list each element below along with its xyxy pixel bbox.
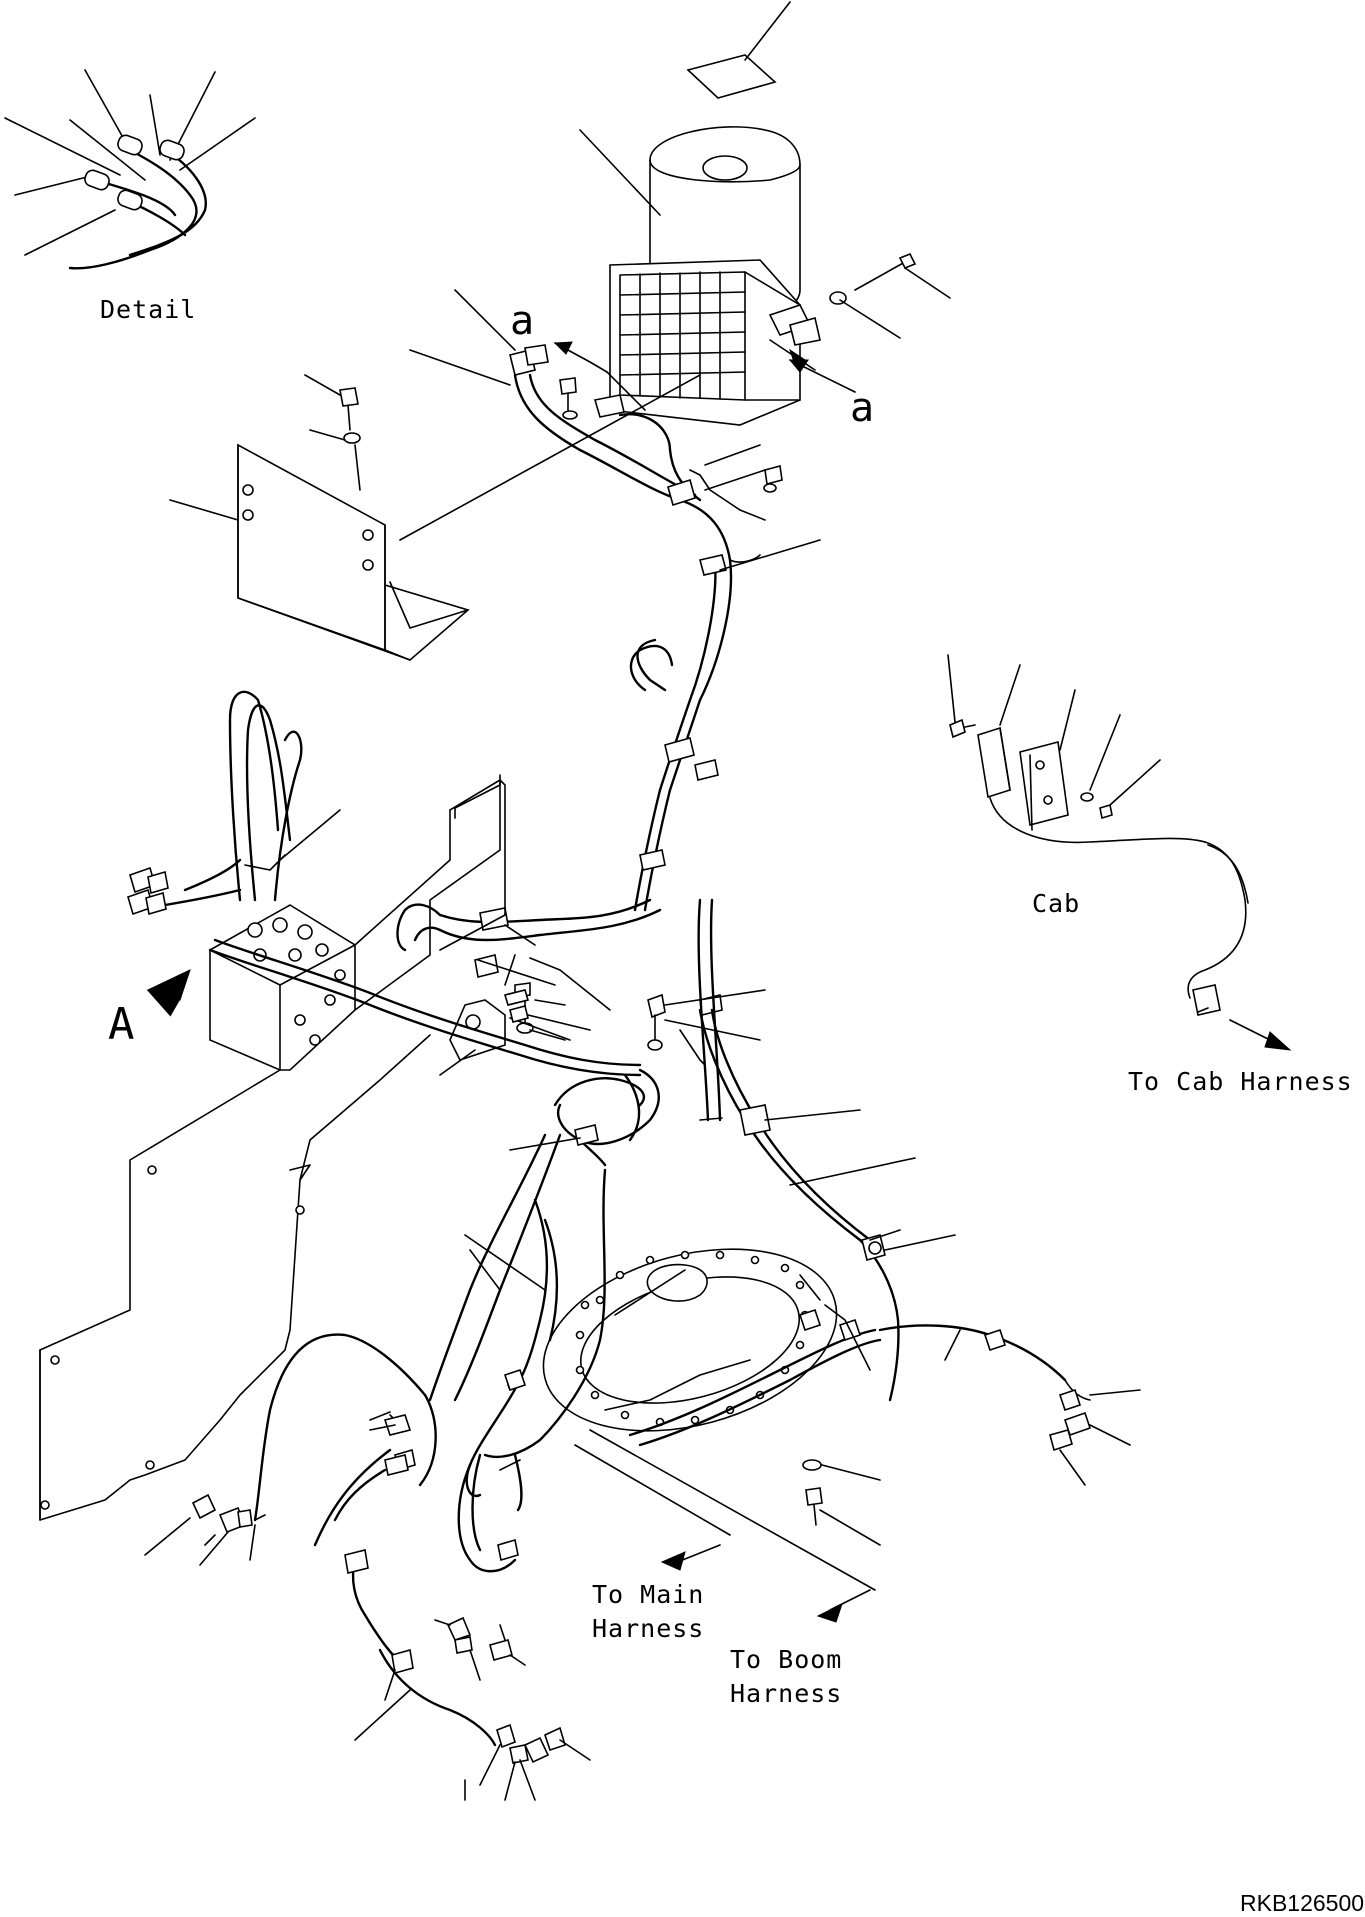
cab-label: Cab [1032, 889, 1081, 918]
ring-harness [604, 1274, 1141, 1546]
section-a-left-label: a [510, 298, 536, 344]
reservoir-tank [579, 126, 951, 426]
harness-leaders [574, 1429, 876, 1623]
detail-label: Detail [100, 295, 197, 324]
view-a-arrow [146, 969, 191, 1017]
swing-ring [542, 1248, 838, 1432]
drawing-reference-label: RKB126500 [1240, 1890, 1365, 1916]
frame-plate [39, 774, 591, 1521]
to-boom-harness-label: To Boom Harness [730, 1645, 843, 1708]
section-arrows [553, 341, 856, 411]
section-a-right-label: a [850, 385, 876, 431]
lower-hoses [144, 1133, 607, 1801]
detail-view [4, 69, 256, 270]
cable-sweep [208, 938, 660, 1167]
hose-loop [127, 690, 341, 916]
right-cable [698, 1008, 956, 1402]
harness-trunk [396, 289, 821, 1122]
mounting-bracket [169, 374, 701, 661]
to-cab-harness-label: To Cab Harness [1128, 1067, 1353, 1096]
view-a-label: A [108, 999, 135, 1050]
cab-relay [947, 654, 1292, 1051]
to-main-harness-label: To Main Harness [592, 1580, 705, 1643]
decal-label [686, 1, 791, 99]
